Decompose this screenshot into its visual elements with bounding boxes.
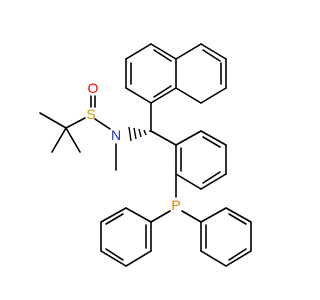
molecule-structure-diagram: O S N P: [39, 43, 252, 267]
bond: [200, 173, 227, 190]
atom-label-nitrogen: N: [111, 127, 121, 143]
bond: [175, 173, 202, 190]
bond-p-phenyl-right: [181, 210, 202, 223]
bond-ch-phenylene: [150, 130, 177, 146]
naphthyl-group: [125, 43, 227, 104]
phenyl-ring-left: [100, 207, 152, 267]
atom-label-phosphorus: P: [171, 197, 180, 213]
bond: [125, 43, 152, 60]
double-bond-inner: [202, 136, 221, 148]
bond-tbutyl-methyl: [65, 127, 81, 153]
double-bond-inner: [202, 49, 221, 62]
bond-tbutyl-methyl: [39, 112, 67, 129]
double-bond-inner: [153, 85, 172, 98]
bond-tbutyl-methyl: [51, 127, 67, 153]
atom-label-sulfur: S: [86, 106, 95, 122]
bond: [200, 43, 227, 60]
bond: [175, 87, 202, 104]
bond-n-s: [94, 118, 111, 130]
bond: [150, 87, 177, 104]
double-bond-inner: [153, 49, 172, 62]
phenyl-ring-right: [200, 207, 252, 267]
bond: [175, 43, 202, 60]
phenylene-ring: [175, 130, 227, 190]
atom-label-oxygen: O: [88, 80, 99, 96]
bond-s-tbutyl: [65, 117, 86, 129]
bond: [150, 43, 177, 60]
bond-p-phenyl-left: [150, 210, 171, 223]
bond: [200, 87, 227, 104]
bond: [200, 130, 227, 146]
stereo-hashed-bond: [128, 126, 154, 142]
double-bond-inner: [202, 171, 221, 184]
bond: [175, 130, 202, 146]
bond: [125, 87, 152, 104]
